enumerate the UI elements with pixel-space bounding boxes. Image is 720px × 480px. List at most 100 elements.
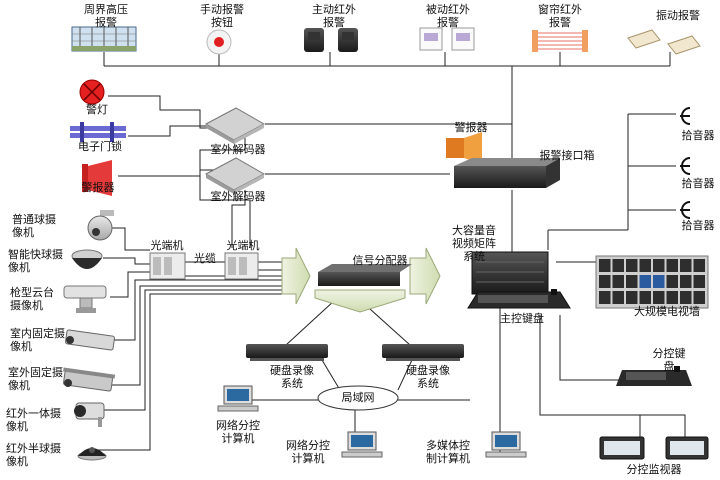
ir-integrated-camera-icon (74, 402, 105, 427)
outdoor-decoder-2-icon (204, 157, 266, 194)
outdoor-decoder-1-icon (204, 107, 266, 144)
label-ir-integrated: 红外一体摄 像机 (6, 407, 61, 433)
indoor-fixed-camera-icon (65, 329, 115, 351)
video-wall-screen (653, 291, 665, 304)
video-wall-screen (653, 275, 665, 288)
sub-keyboard-icon (616, 366, 692, 386)
label-optical-1: 光端机 (150, 239, 184, 252)
curtain-ir-sensor-icon (532, 30, 588, 52)
active-ir-sensor-icon (304, 28, 358, 52)
manual-alarm-button-icon (206, 29, 232, 55)
label-dvr-1: 硬盘录像 系统 (270, 364, 314, 390)
video-wall-screen (680, 275, 692, 288)
video-wall-screen (626, 275, 638, 288)
label-alarm-interface: 报警接口箱 (539, 149, 595, 162)
label-splitter: 信号分配器 (352, 254, 408, 267)
label-ir-half-dome: 红外半球摄 像机 (6, 442, 61, 468)
label-multimedia-pc: 多媒体控 制计算机 (426, 439, 470, 465)
dvr-1-icon (246, 344, 328, 361)
video-wall-screen (666, 259, 678, 272)
signal-arrow-2 (409, 247, 441, 305)
label-indoor-fixed: 室内固定摄 像机 (10, 327, 65, 353)
label-outdoor-fixed: 室外固定摄 像机 (8, 366, 63, 392)
sub-monitor-1-icon (599, 436, 645, 460)
video-wall-screen (693, 291, 705, 304)
ir-half-dome-camera-icon (77, 447, 107, 461)
microphone-1-icon (680, 107, 691, 125)
microphone-3-icon (680, 201, 691, 219)
label-decoder-1: 室外解码器 (210, 143, 266, 156)
siren-center-icon (446, 132, 482, 164)
network-pc-1-icon (217, 385, 259, 412)
network-pc-2-icon (341, 431, 383, 458)
video-wall-screen (626, 259, 638, 272)
label-optical-2: 光端机 (226, 239, 260, 252)
video-wall-screen (680, 259, 692, 272)
video-wall-screen (639, 259, 651, 272)
label-warning-light: 警灯 (86, 103, 108, 116)
label-network-pc-1: 网络分控 计算机 (216, 419, 260, 445)
video-wall-screen (680, 291, 692, 304)
label-perimeter-hv: 周界高压 报警 (84, 3, 128, 29)
lan-ellipse (317, 385, 399, 411)
speed-dome-camera-icon (71, 249, 103, 269)
multimedia-pc-icon (485, 431, 527, 458)
perimeter-hv-fence-icon (71, 26, 137, 52)
vibration-sensor-icon (627, 29, 701, 55)
label-matrix: 大容量音 视频矩阵 系统 (452, 224, 496, 263)
ptz-camera-icon (63, 285, 107, 313)
video-wall-screen (653, 259, 665, 272)
main-keyboard-icon (467, 289, 571, 309)
video-wall-screen (612, 275, 624, 288)
label-mic-2: 拾音器 (681, 177, 715, 190)
label-fiber: 光缆 (194, 252, 216, 265)
warning-light-icon (79, 79, 105, 105)
signal-arrow-1 (281, 247, 311, 305)
video-wall-screen (612, 259, 624, 272)
label-vibration: 振动报警 (656, 9, 700, 22)
video-wall-screen (639, 291, 651, 304)
label-manual-alarm-button: 手动报警 按钮 (200, 3, 244, 29)
label-main-keyboard: 主控键盘 (500, 312, 544, 325)
label-network-pc-2: 网络分控 计算机 (286, 439, 330, 465)
label-decoder-2: 室外解码器 (210, 190, 266, 203)
microphone-2-icon (680, 157, 691, 175)
label-electronic-lock: 电子门锁 (78, 140, 122, 153)
video-wall-screen (639, 275, 651, 288)
video-wall-screen (599, 275, 611, 288)
video-wall-screen (693, 259, 705, 272)
label-mic-1: 拾音器 (681, 129, 715, 142)
label-ptz-camera: 枪型云台 摄像机 (10, 286, 54, 312)
video-wall-screen (666, 291, 678, 304)
label-video-wall: 大规模电视墙 (634, 305, 700, 318)
passive-ir-sensor-icon (419, 27, 475, 51)
dvr-2-icon (382, 344, 464, 361)
video-wall-screen (599, 259, 611, 272)
label-sub-keyboard: 分控键 盘 (652, 347, 686, 373)
label-siren-center: 警报器 (454, 121, 488, 134)
label-mic-3: 拾音器 (681, 219, 715, 232)
video-wall-screen (666, 275, 678, 288)
label-dome-camera: 普通球摄 像机 (12, 213, 56, 239)
signal-arrow-down (314, 289, 406, 313)
siren-left-icon (82, 160, 112, 196)
label-active-ir: 主动红外 报警 (312, 3, 356, 29)
electronic-lock-icon (70, 122, 126, 142)
video-wall-screen (626, 291, 638, 304)
label-dvr-2: 硬盘录像 系统 (406, 364, 450, 390)
video-wall-screen (693, 275, 705, 288)
optical-transceiver-1-icon (149, 252, 186, 280)
optical-transceiver-2-icon (224, 252, 259, 280)
sub-monitor-2-icon (665, 436, 709, 460)
label-passive-ir: 被动红外 报警 (426, 3, 470, 29)
outdoor-fixed-camera-icon (63, 367, 116, 392)
signal-splitter-icon (318, 264, 412, 286)
label-siren-left: 警报器 (81, 181, 115, 194)
label-lan: 局域网 (341, 391, 375, 404)
dome-camera-icon (87, 210, 114, 241)
label-sub-monitor: 分控监视器 (626, 463, 682, 476)
label-speed-dome: 智能快球摄 像机 (8, 248, 63, 274)
video-wall-screen (599, 291, 611, 304)
